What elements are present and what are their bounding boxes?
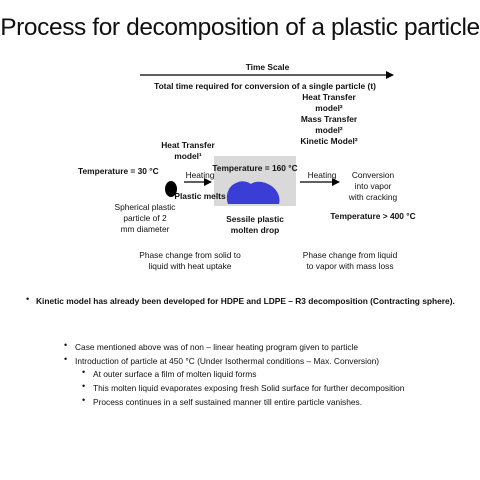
conversion-line: into vapor bbox=[354, 181, 392, 191]
model-line: Heat Transfer bbox=[302, 92, 356, 102]
phase-change-solid-liquid: Phase change from solid to liquid with h… bbox=[125, 250, 255, 272]
heating-label-1: Heating bbox=[185, 170, 215, 180]
sub-item: This molten liquid evaporates exposing f… bbox=[93, 383, 405, 393]
stage1-description-line: Spherical plastic bbox=[114, 202, 176, 212]
model-line: model² bbox=[315, 103, 343, 113]
plastic-particle bbox=[165, 181, 177, 197]
phase-line: Phase change from solid to bbox=[139, 250, 241, 260]
stage1-description: Spherical plastic particle of 2 mm diame… bbox=[110, 202, 180, 235]
model-line: Mass Transfer bbox=[300, 114, 358, 124]
stage1-description-line: particle of 2 bbox=[123, 213, 167, 223]
stage3-temperature: Temperature > 400 °C bbox=[330, 211, 416, 221]
bullet-icon: • bbox=[64, 340, 68, 350]
bullet-icon: • bbox=[82, 381, 86, 391]
model-line: Heat Transfer bbox=[161, 140, 215, 150]
conversion-line: Conversion bbox=[351, 170, 395, 180]
stage1-description-line: mm diameter bbox=[120, 224, 170, 234]
molten-drop bbox=[226, 181, 280, 204]
heating-label-2: Heating bbox=[307, 170, 337, 180]
phase-line: liquid with heat uptake bbox=[148, 261, 232, 271]
conversion-line: with cracking bbox=[348, 192, 398, 202]
conversion-text: Conversion into vapor with cracking bbox=[340, 170, 406, 203]
time-scale-label: Time Scale bbox=[245, 62, 290, 72]
stage2-temperature: Temperature = 160 °C bbox=[212, 163, 298, 173]
sub-item: Process continues in a self sustained ma… bbox=[93, 397, 363, 407]
time-scale-subtitle: Total time required for conversion of a … bbox=[154, 81, 376, 91]
model-line: model¹ bbox=[174, 151, 202, 161]
case-item: Introduction of particle at 450 °C (Unde… bbox=[75, 356, 380, 366]
model-line: model² bbox=[315, 125, 343, 135]
stage1-temperature: Temperature = 30 °C bbox=[78, 166, 159, 176]
caption-line: Sessile plastic bbox=[226, 214, 284, 224]
models-stack-2: Heat Transfer model² Mass Transfer model… bbox=[298, 92, 360, 147]
bullet-icon: • bbox=[82, 395, 86, 405]
plastic-melts-label: Plastic melts bbox=[174, 191, 226, 201]
slide-title: Process for decomposition of a plastic p… bbox=[0, 14, 480, 41]
phase-line: Phase change from liquid bbox=[302, 250, 398, 260]
bullet-icon: • bbox=[64, 354, 68, 364]
case-item: Case mentioned above was of non – linear… bbox=[75, 342, 359, 352]
caption-line: molten drop bbox=[230, 225, 280, 235]
heat-transfer-model-1: Heat Transfer model¹ bbox=[157, 140, 219, 162]
bullet-icon: • bbox=[26, 294, 30, 304]
molten-drop-caption: Sessile plastic molten drop bbox=[220, 214, 290, 236]
phase-line: to vapor with mass loss bbox=[306, 261, 394, 271]
bullet-icon: • bbox=[82, 367, 86, 377]
kinetic-model-note: Kinetic model has already been developed… bbox=[36, 296, 455, 306]
sub-item: At outer surface a film of molten liquid… bbox=[93, 369, 257, 379]
phase-change-liquid-vapor: Phase change from liquid to vapor with m… bbox=[285, 250, 415, 272]
model-line: Kinetic Model² bbox=[300, 136, 358, 146]
